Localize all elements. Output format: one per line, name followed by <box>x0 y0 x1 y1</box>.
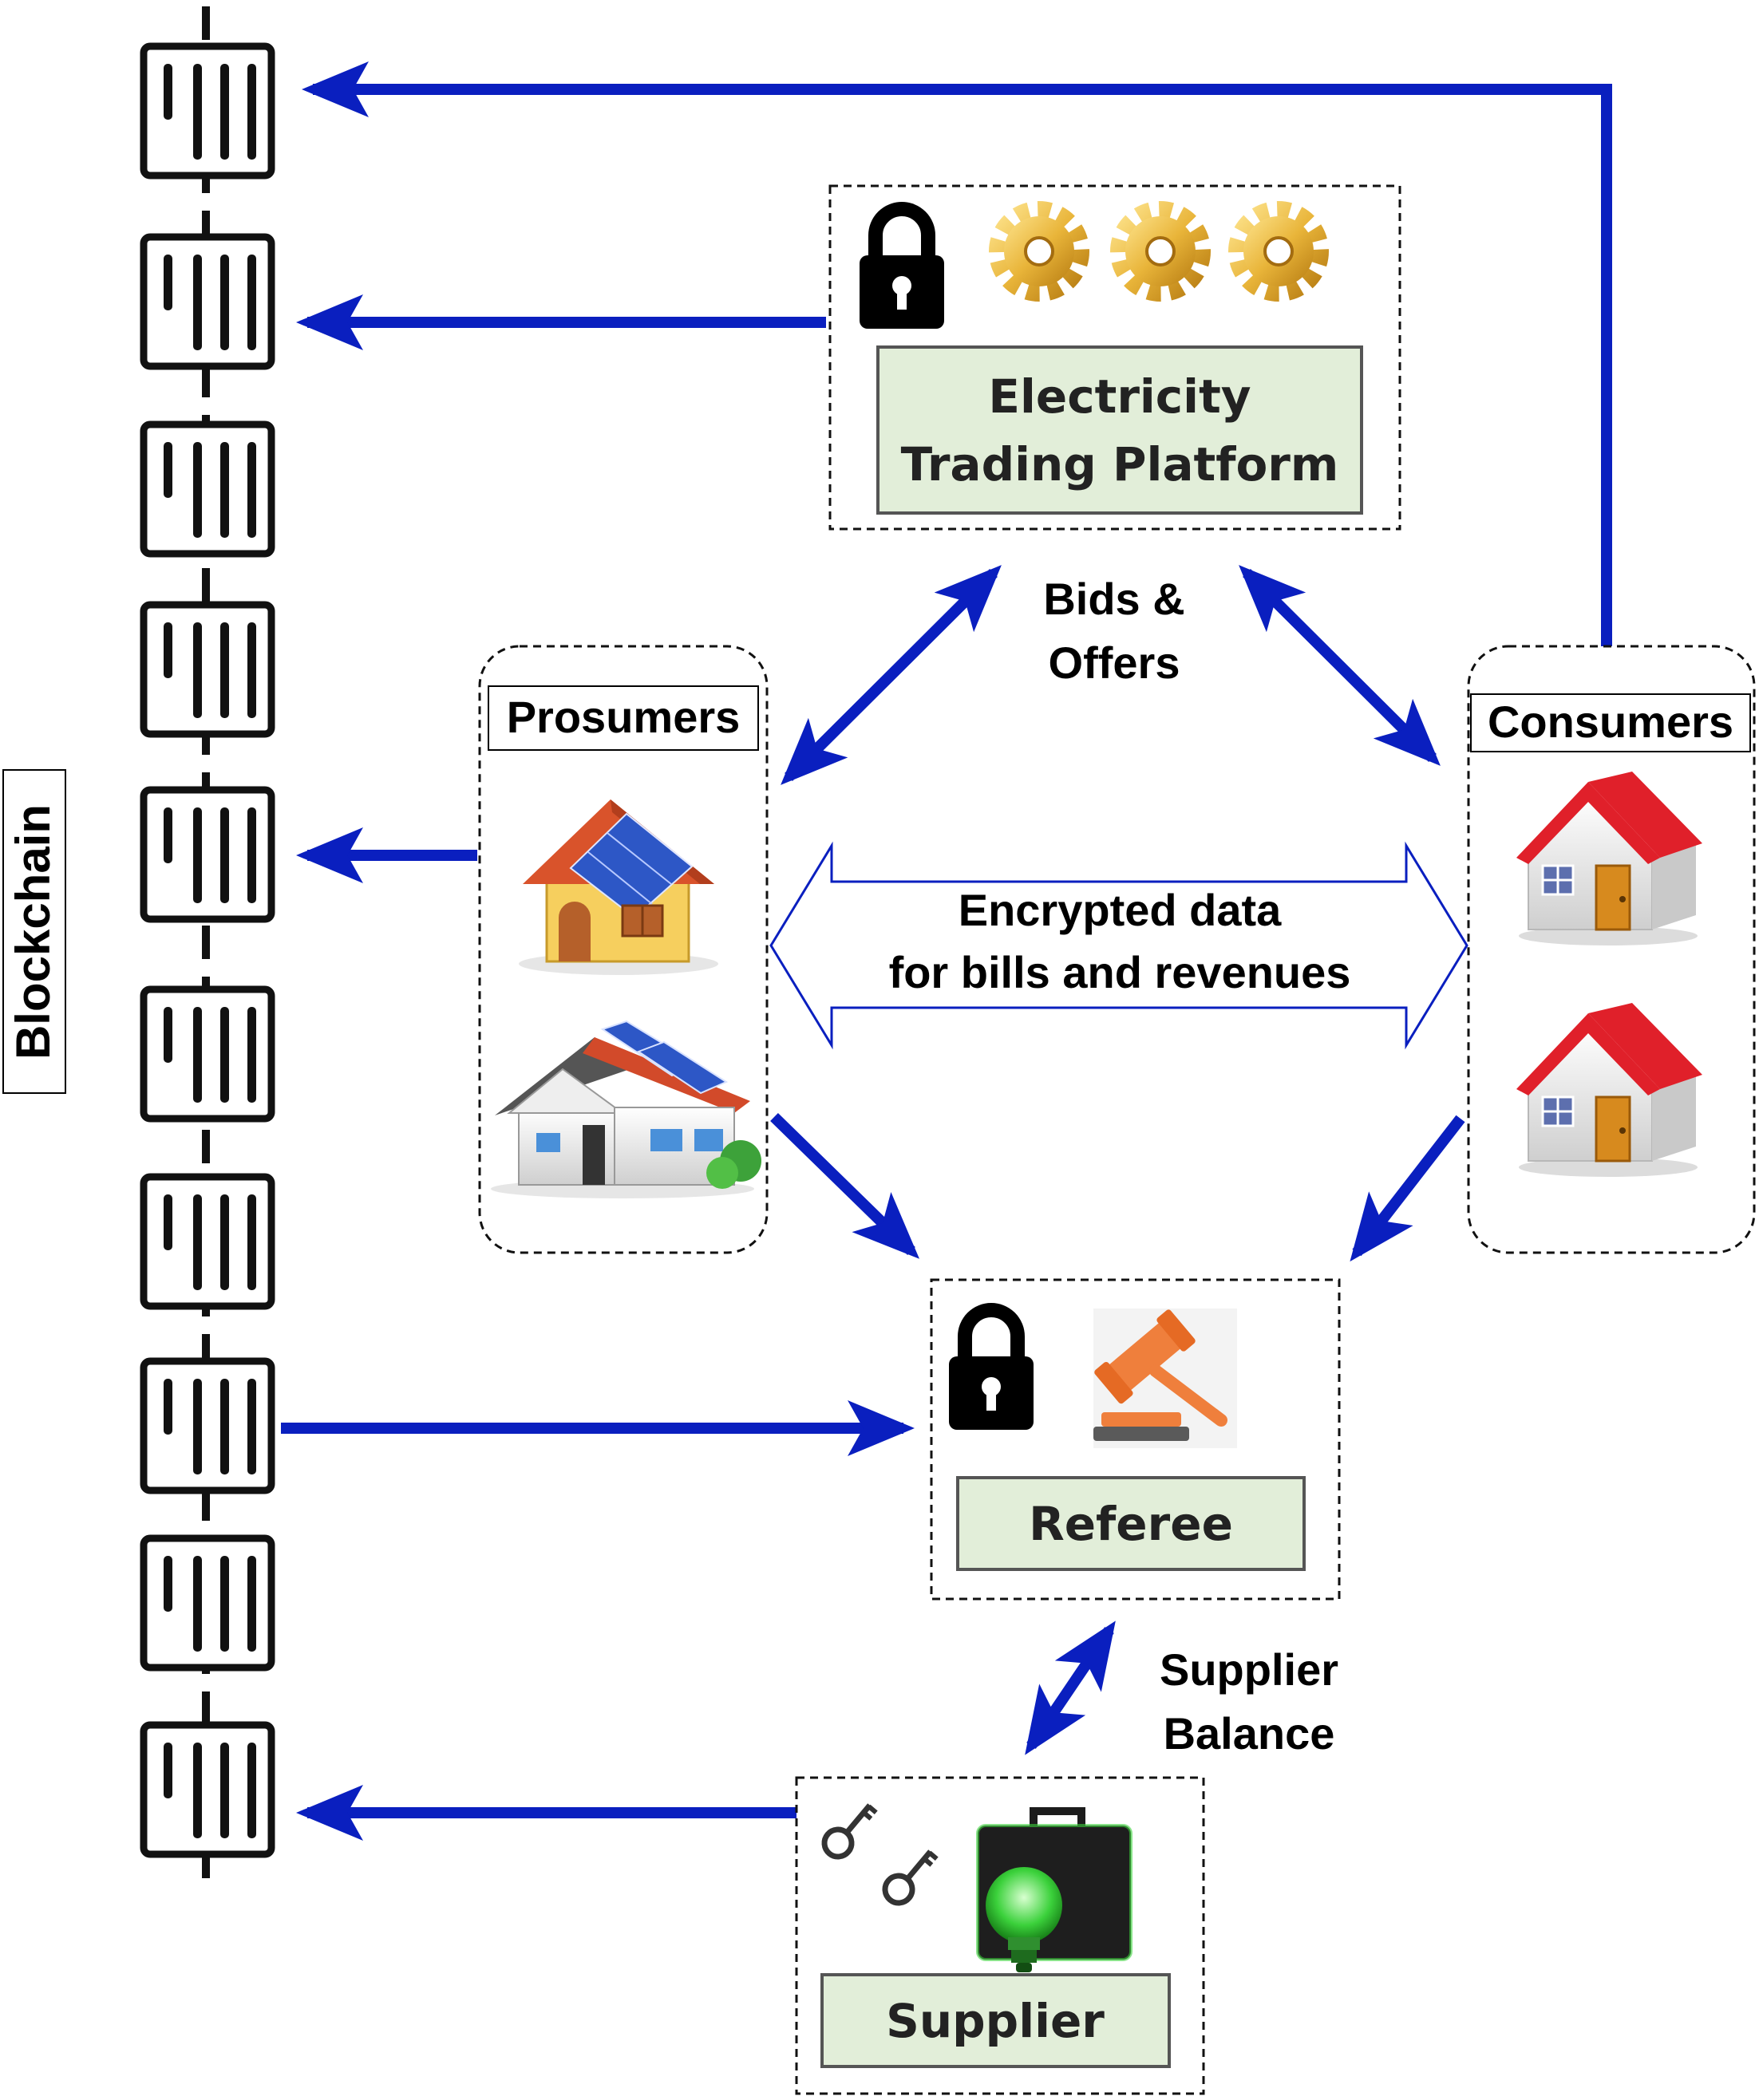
prosumers-title: Prosumers <box>507 692 741 742</box>
blockchain-blocks <box>140 42 275 1858</box>
consumers-to-blockchain-arrow <box>302 61 1612 646</box>
blockchain-block <box>140 42 275 180</box>
referee-label-box <box>956 1476 1306 1571</box>
blockchain-block <box>140 1721 275 1858</box>
prosumers-container <box>478 645 769 1254</box>
consumers-title: Consumers <box>1488 697 1733 747</box>
consumers-group: Consumers <box>1467 645 1756 1254</box>
blockchain-block <box>140 1534 275 1672</box>
referee-label: Referee <box>1029 1497 1233 1551</box>
lock-icon <box>860 202 944 329</box>
referee: Referee <box>930 1278 1341 1601</box>
bids-offers-label-line1: Bids & <box>1043 574 1184 624</box>
supplier: Supplier <box>795 1776 1205 2095</box>
blockchain-label: Blockchain <box>6 804 60 1060</box>
solar-house-icon <box>519 799 718 975</box>
encrypted-data-label-line2: for bills and revenues <box>889 947 1351 997</box>
platform-label-line2: Trading Platform <box>901 437 1339 491</box>
bids-offers-label-line2: Offers <box>1049 638 1180 688</box>
prosumers-title-box <box>488 685 759 751</box>
key-icon <box>821 1803 878 1860</box>
consumers-title-box <box>1470 693 1751 752</box>
platform-prosumers-bidirectional-arrow <box>781 565 1002 785</box>
gear-icon <box>989 201 1089 302</box>
blockchain <box>140 6 275 1895</box>
modern-solar-house-icon <box>491 1020 761 1198</box>
blockchain-block <box>140 601 275 738</box>
platform-label-line1: Electricity <box>988 369 1251 424</box>
consumers-to-referee-arrow <box>1350 1115 1465 1262</box>
platform-label-box <box>876 345 1363 515</box>
platform-consumers-bidirectional-arrow <box>1239 565 1441 766</box>
house-icon <box>1516 772 1702 945</box>
blockchain-block <box>140 1357 275 1494</box>
referee-container <box>930 1278 1341 1601</box>
prosumers-to-referee-arrow <box>770 1112 920 1259</box>
briefcase-bulb-icon <box>976 1807 1132 1972</box>
supplier-label-box <box>820 1973 1171 2068</box>
supplier-label: Supplier <box>886 1994 1105 2048</box>
blockchain-block <box>140 420 275 558</box>
gavel-icon <box>1093 1309 1237 1448</box>
encrypted-data-label-line1: Encrypted data <box>959 885 1282 935</box>
blockchain-block <box>140 233 275 370</box>
referee-supplier-bidirectional-arrow <box>1025 1620 1116 1755</box>
supplier-balance-label-line1: Supplier <box>1160 1644 1338 1695</box>
gear-icon <box>1228 201 1329 302</box>
blockchain-block <box>140 1173 275 1310</box>
blockchain-block <box>140 985 275 1123</box>
key-icon <box>882 1849 939 1906</box>
encrypted-data-double-arrow <box>769 841 1468 1050</box>
supplier-balance-label-line2: Balance <box>1164 1708 1335 1759</box>
prosumers-group: Prosumers <box>478 645 769 1254</box>
platform-container <box>828 184 1401 531</box>
connectors <box>281 61 1612 1841</box>
supplier-container <box>795 1776 1205 2095</box>
trading-platform: Electricity Trading Platform <box>828 184 1401 531</box>
house-icon <box>1516 1003 1702 1177</box>
consumers-container <box>1467 645 1756 1254</box>
gear-icon <box>1110 201 1211 302</box>
blockchain-block <box>140 786 275 923</box>
blockchain-side-label: Blockchain <box>2 769 66 1094</box>
lock-icon <box>949 1303 1034 1430</box>
